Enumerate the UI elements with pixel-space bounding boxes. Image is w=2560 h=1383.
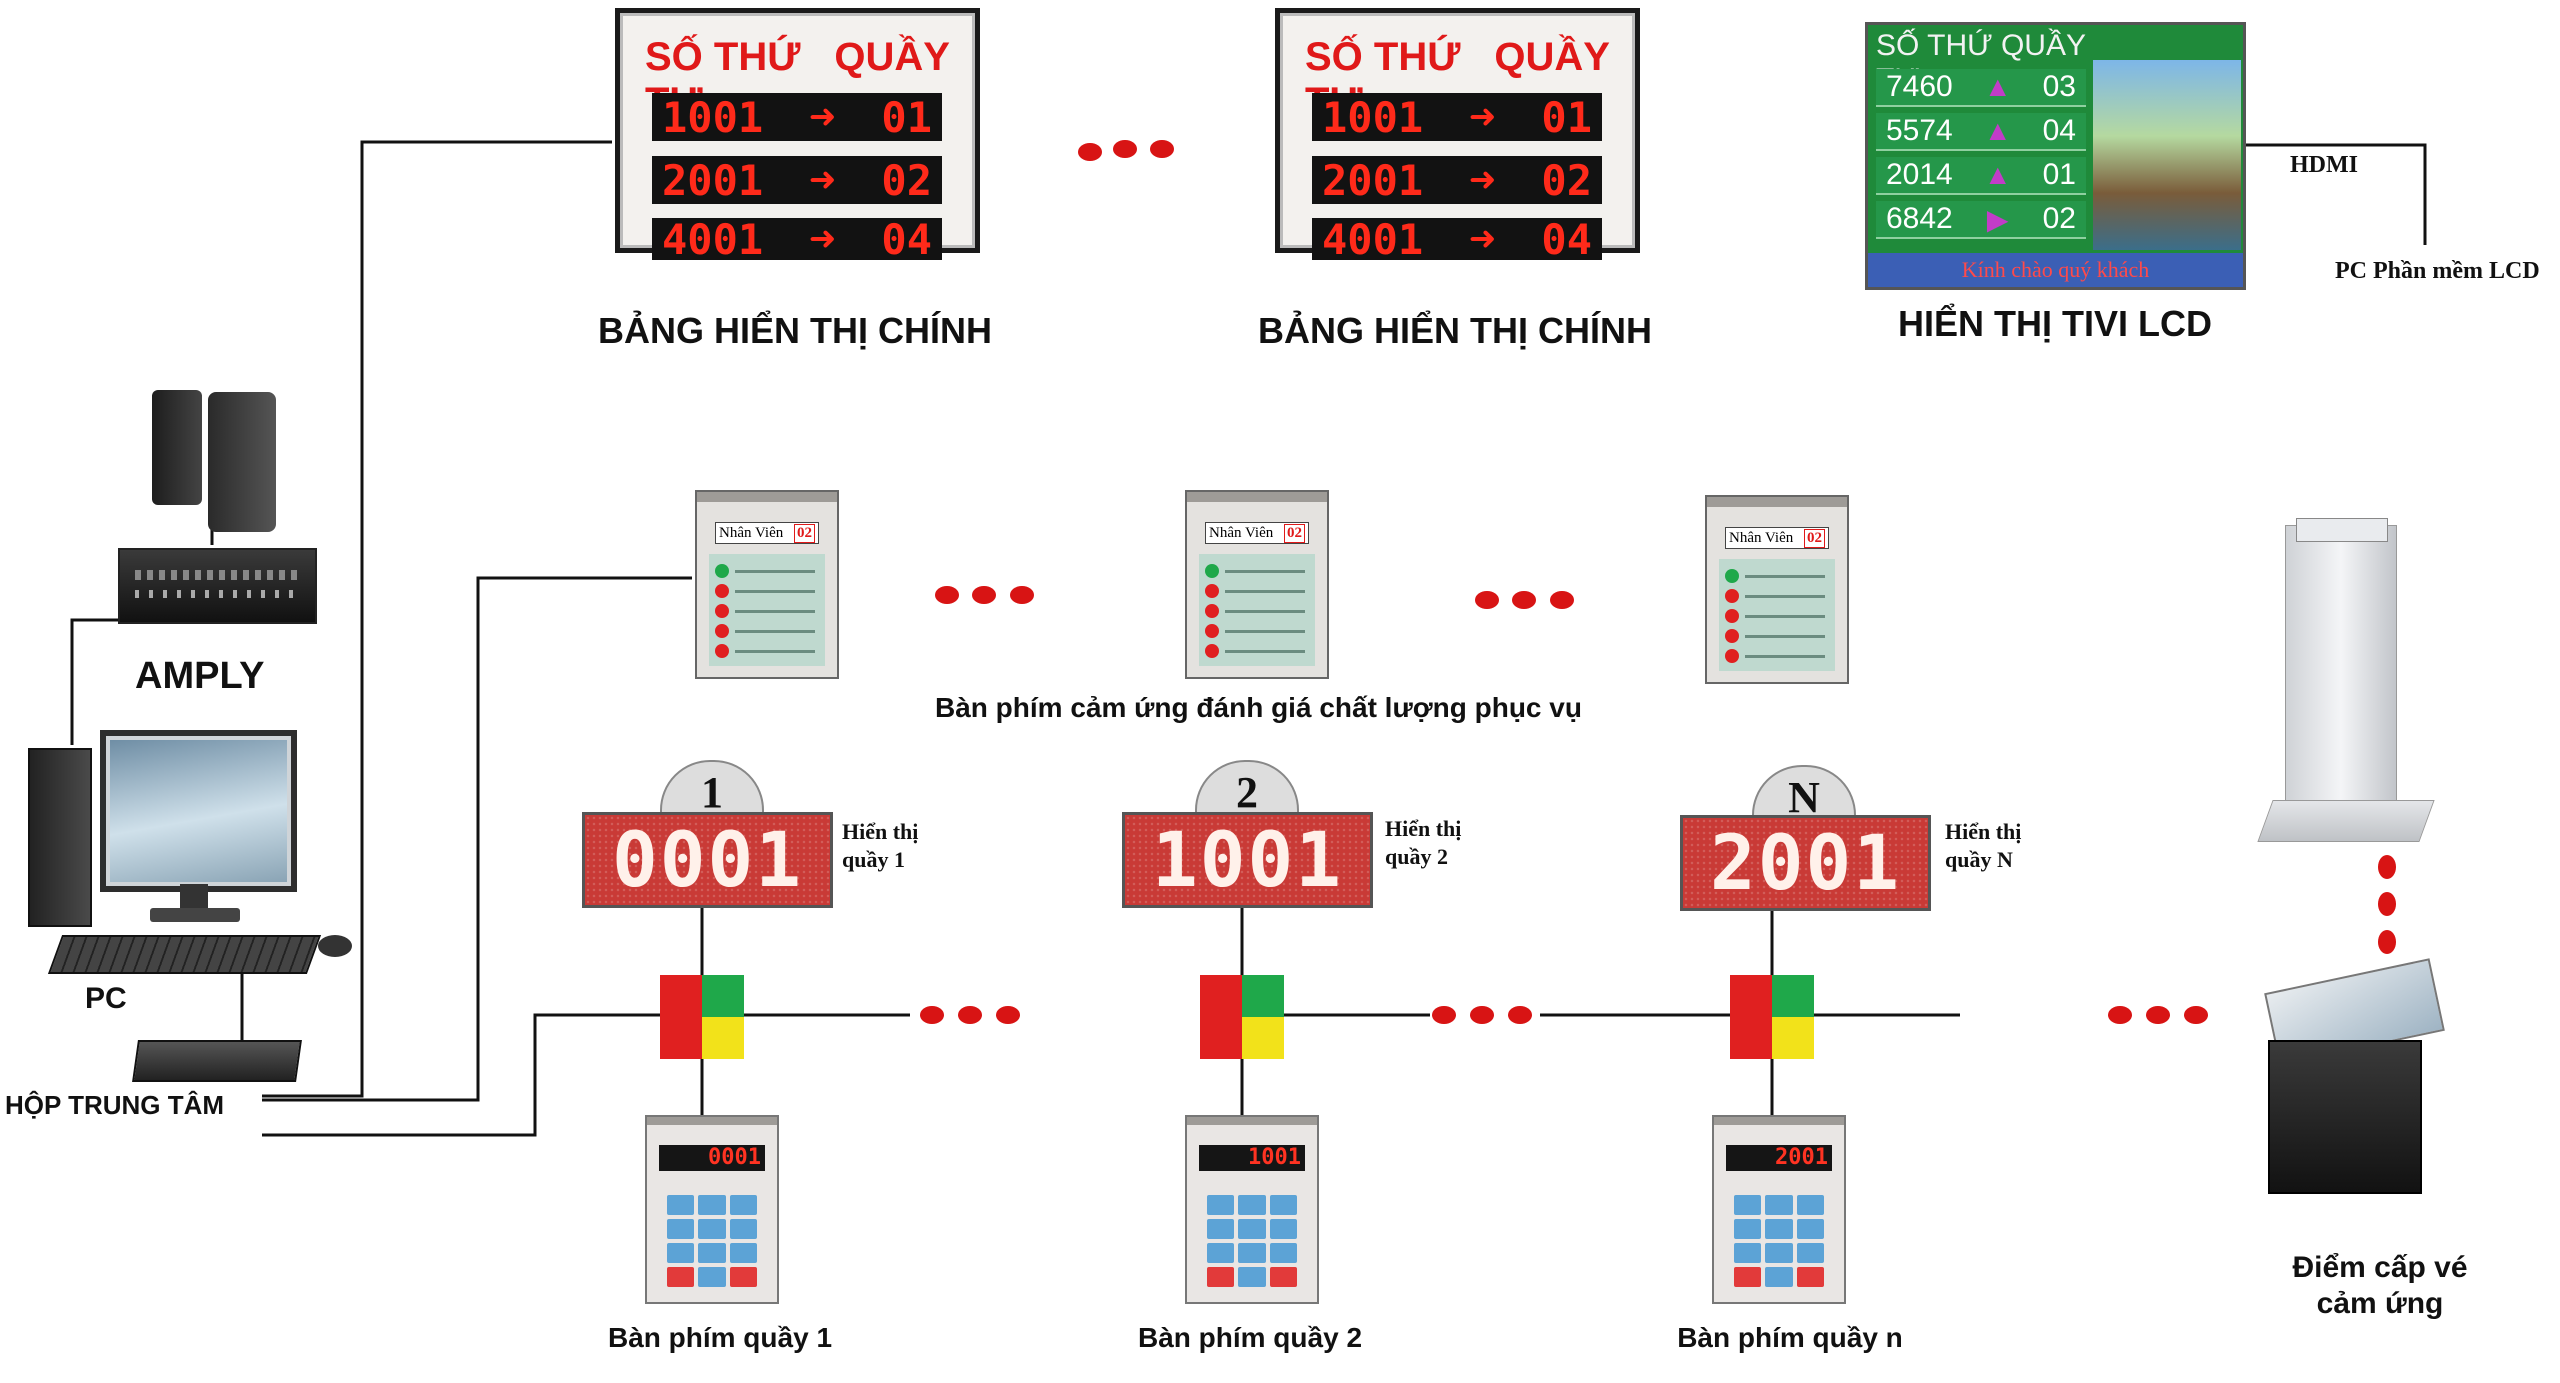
ticket-kiosk-base: [2257, 800, 2435, 842]
ellipsis-dot: [1078, 143, 1102, 161]
ellipsis-dot: [2378, 855, 2396, 879]
wire-hdmi: [2242, 143, 2427, 245]
ellipsis-dot: [920, 1006, 944, 1024]
pc-label: PC: [85, 982, 127, 1015]
tv-row: 5574▲04: [1876, 113, 2086, 151]
triangle-icon: ▲: [1983, 71, 2012, 102]
keyboard-icon: [47, 935, 322, 974]
amply-label: AMPLY: [135, 655, 265, 697]
tv-video-area: [2093, 60, 2241, 250]
board-row: 1001➜01: [1312, 91, 1602, 143]
arrow-right-icon: ➜: [809, 213, 836, 265]
mouse-icon: [318, 935, 352, 957]
ellipsis-dot: [2146, 1006, 2170, 1024]
ellipsis-dot: [1475, 591, 1499, 609]
tv-caption: HIỂN THỊ TIVI LCD: [1898, 303, 2212, 344]
speaker-left: [152, 390, 202, 505]
pc-software-label: PC Phần mềm LCD: [2335, 258, 2540, 284]
junction-box-2: [1200, 975, 1284, 1059]
tv-ticker: Kính chào quý khách: [1868, 253, 2243, 287]
counter-keypad-1[interactable]: 0001: [645, 1115, 779, 1304]
arrow-right-icon: ➜: [809, 154, 836, 206]
keypad-caption-2: Bàn phím quầy 2: [1137, 1322, 1363, 1353]
junction-box-1: [660, 975, 744, 1059]
ellipsis-dot: [2378, 892, 2396, 916]
wire-box-to-rating-keypad: [262, 576, 692, 1102]
speaker-right: [208, 392, 276, 532]
ellipsis-dot: [1113, 140, 1137, 158]
arrow-right-icon: ➜: [1469, 213, 1496, 265]
counter-display-1: 0001: [582, 812, 833, 908]
counter-keypad-2[interactable]: 1001: [1185, 1115, 1319, 1304]
keypad-caption-n: Bàn phím quầy n: [1677, 1322, 1903, 1353]
tv-header-counter: QUẦY: [2000, 29, 2086, 62]
ellipsis-dot: [1470, 1006, 1494, 1024]
counter-display-n: 2001: [1680, 815, 1931, 911]
triangle-icon: ▲: [1983, 159, 2012, 190]
tv-row: 7460▲03: [1876, 69, 2086, 107]
hdmi-label: HDMI: [2290, 152, 2358, 178]
monitor-icon: [100, 730, 297, 892]
board-row: 2001➜02: [652, 154, 942, 206]
ellipsis-dot: [1150, 140, 1174, 158]
ellipsis-dot: [972, 586, 996, 604]
arrow-right-icon: ➜: [1469, 154, 1496, 206]
ellipsis-dot: [1508, 1006, 1532, 1024]
ellipsis-dot: [1432, 1006, 1456, 1024]
amplifier-icon: [118, 548, 317, 624]
ticket-printer-icon: [2268, 1040, 2422, 1194]
counter-display-2: 1001: [1122, 812, 1373, 908]
wire-box-to-counter-bus: [262, 1013, 658, 1137]
ellipsis-dot: [1010, 586, 1034, 604]
arrow-right-icon: ➜: [809, 91, 836, 143]
board-row: 2001➜02: [1312, 154, 1602, 206]
lcd-tv-display: SỐ THỨ TỰQUẦY 7460▲03 5574▲04 2014▲01 68…: [1865, 22, 2246, 290]
monitor-base: [150, 908, 240, 922]
main-board-2-caption: BẢNG HIỂN THỊ CHÍNH: [1258, 310, 1652, 351]
board-row: 1001➜01: [652, 91, 942, 143]
ticket-kiosk-stand: [2285, 518, 2397, 827]
pc-tower-icon: [28, 748, 92, 927]
keypad-display: 2001: [1726, 1145, 1832, 1171]
ellipsis-dot: [1512, 591, 1536, 609]
main-board-1-caption: BẢNG HIỂN THỊ CHÍNH: [598, 310, 992, 351]
ellipsis-dot: [935, 586, 959, 604]
ellipsis-dot: [958, 1006, 982, 1024]
keypad-display: 0001: [659, 1145, 765, 1171]
keypad-display: 1001: [1199, 1145, 1305, 1171]
play-icon: ▶: [1986, 203, 2009, 235]
tv-row: 6842▶02: [1876, 201, 2086, 239]
main-display-board-2: SỐ THỨ TỰ QUẦY 1001➜01 2001➜02 4001➜04: [1275, 8, 1640, 265]
board-row: 4001➜04: [652, 214, 942, 265]
board-header-counter: QUẦY: [1494, 35, 1610, 79]
rating-keypad-caption: Bàn phím cảm ứng đánh giá chất lượng phụ…: [935, 692, 1582, 723]
ellipsis-dot: [2108, 1006, 2132, 1024]
triangle-icon: ▲: [1983, 115, 2012, 146]
ellipsis-dot: [1550, 591, 1574, 609]
arrow-right-icon: ➜: [1469, 91, 1496, 143]
board-header-counter: QUẦY: [834, 35, 950, 79]
keypad-caption-1: Bàn phím quầy 1: [607, 1322, 833, 1353]
board-row: 4001➜04: [1312, 214, 1602, 265]
tv-row: 2014▲01: [1876, 157, 2086, 195]
ellipsis-dot: [996, 1006, 1020, 1024]
main-display-board-1: SỐ THỨ TỰ QUẦY 1001➜01 2001➜02 4001➜04: [615, 8, 980, 265]
board-header-ticket: SỐ THỨ TỰ: [645, 35, 801, 124]
wire-box-to-main-board: [262, 140, 612, 1098]
junction-box-n: [1730, 975, 1814, 1059]
ellipsis-dot: [2378, 930, 2396, 954]
counter-keypad-n[interactable]: 2001: [1712, 1115, 1846, 1304]
ellipsis-dot: [2184, 1006, 2208, 1024]
central-box-icon: [132, 1040, 302, 1082]
board-header-ticket: SỐ THỨ TỰ: [1305, 35, 1461, 124]
monitor-stand: [180, 884, 208, 912]
central-box-label: HỘP TRUNG TÂM: [5, 1090, 225, 1120]
